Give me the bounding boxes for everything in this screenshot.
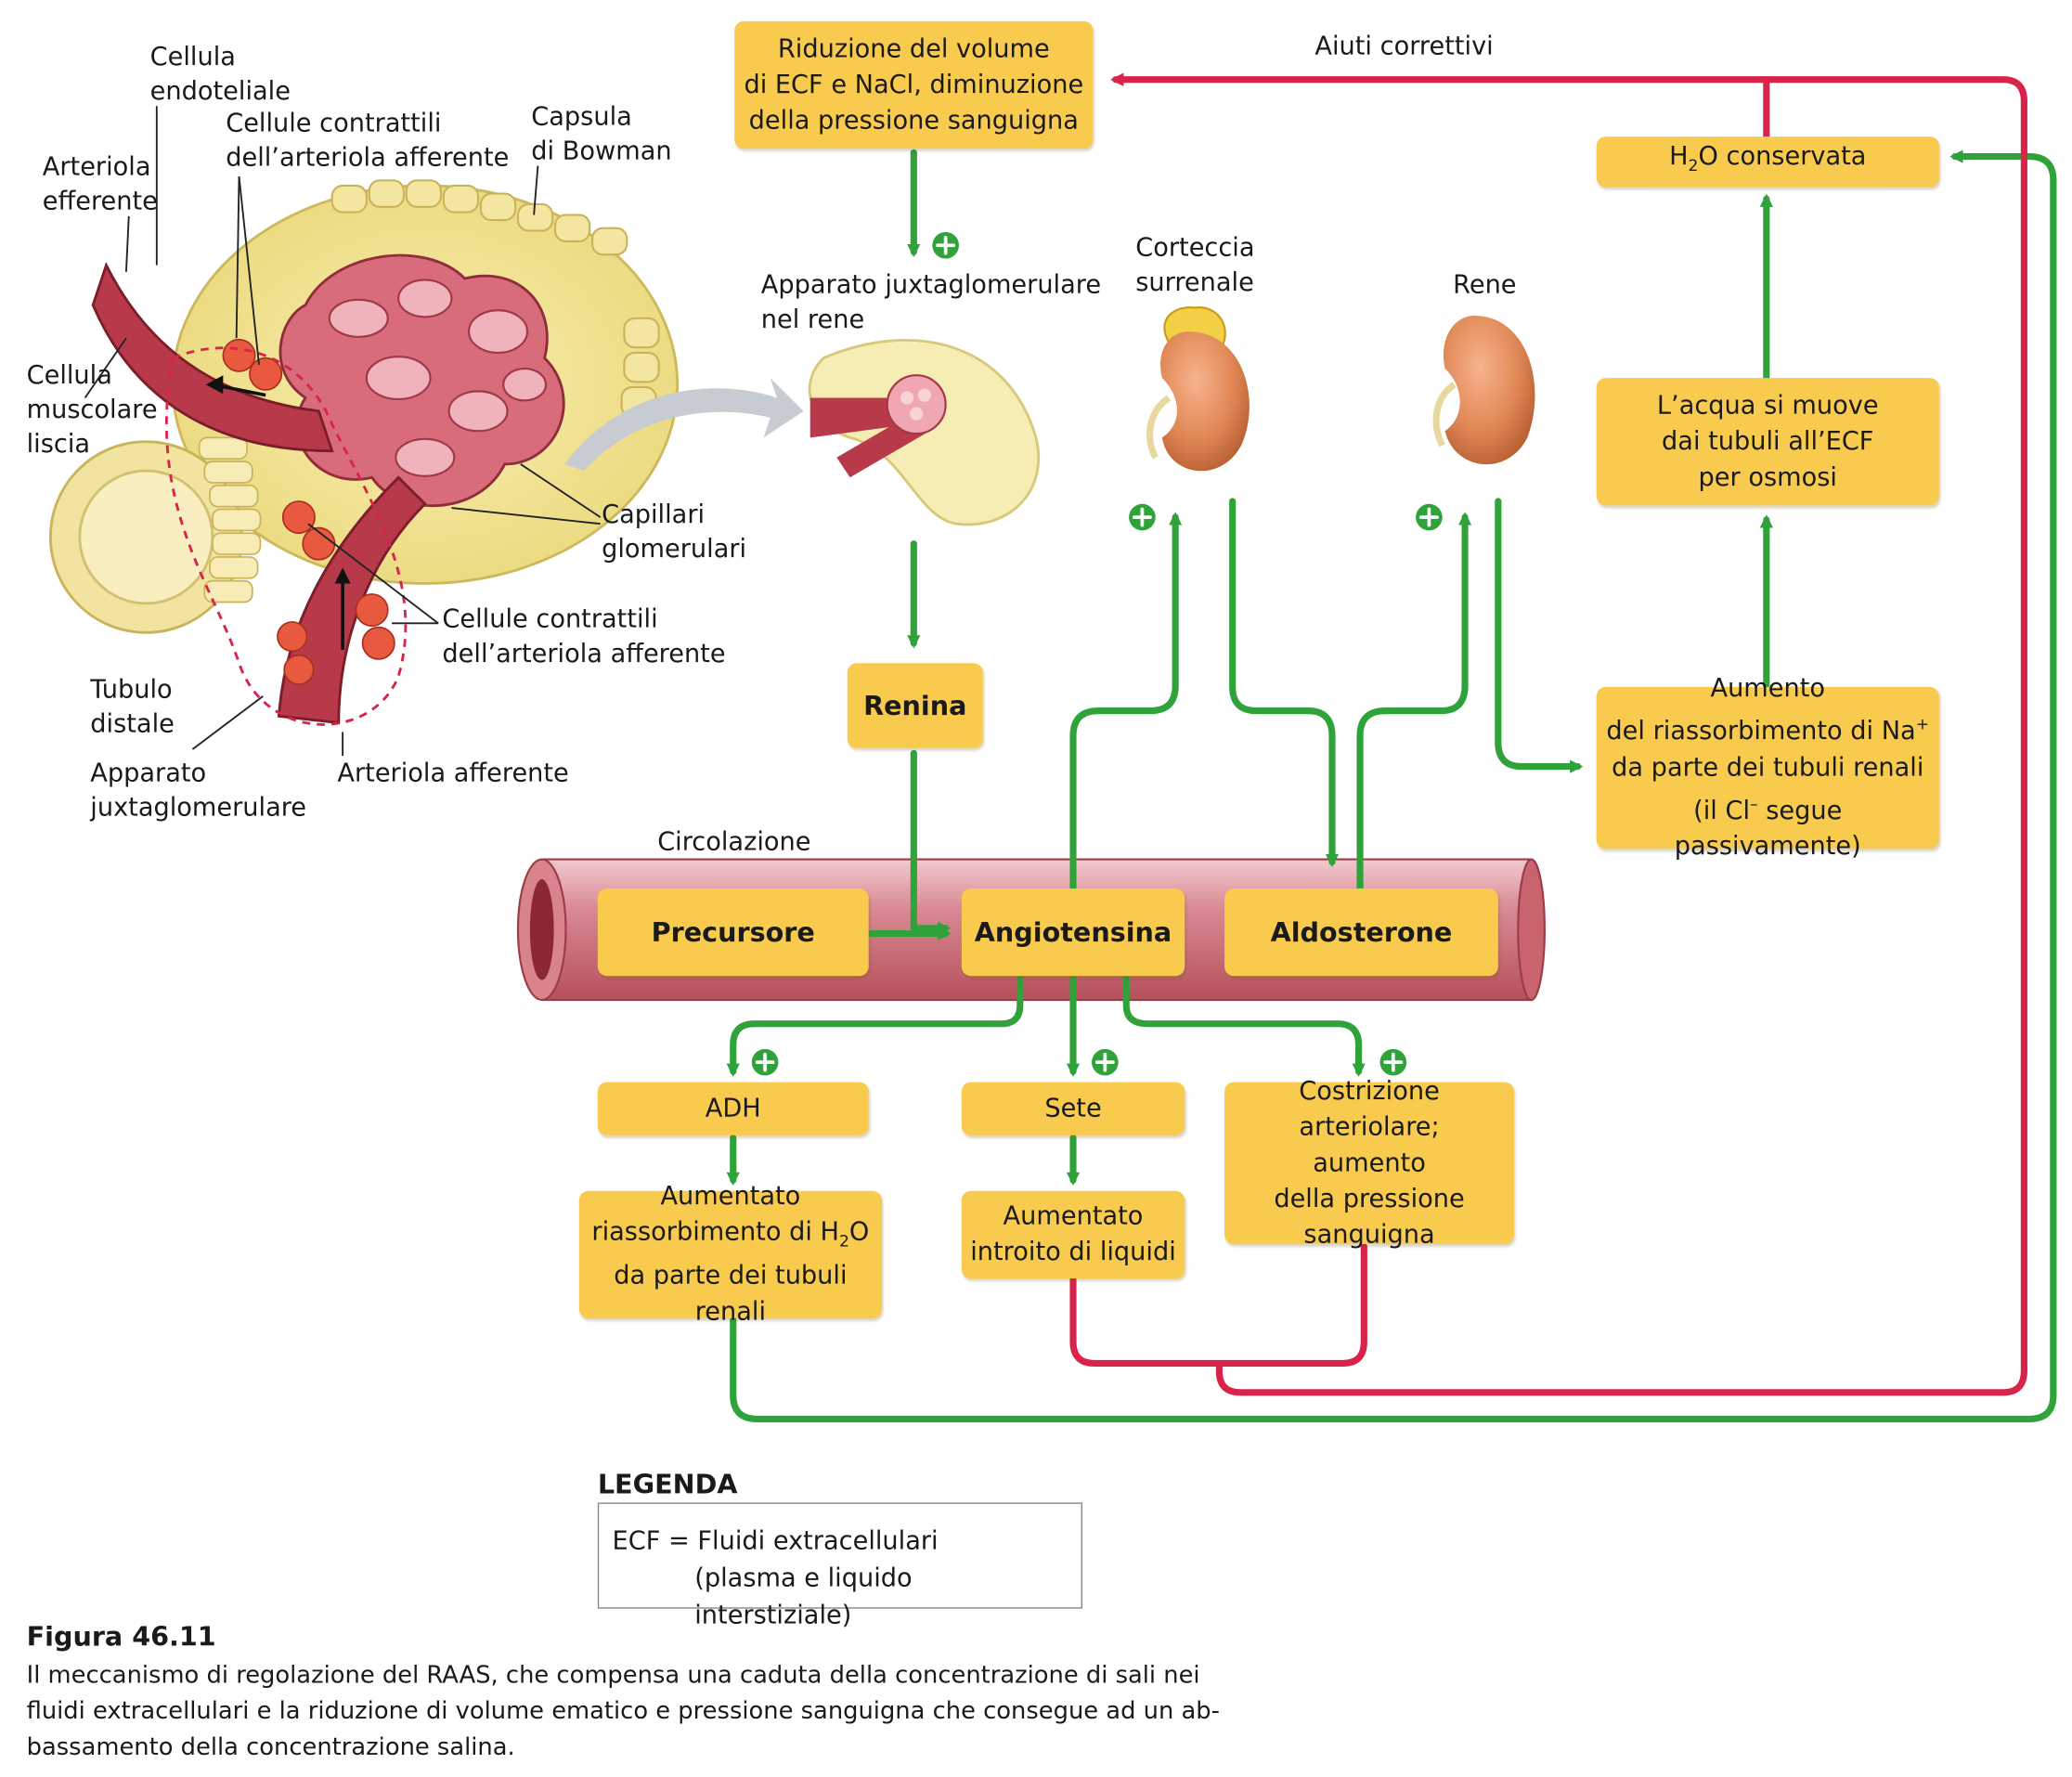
box-aumento-na: Aumento del riassorbimento di Na+ da par… [1596, 674, 1939, 861]
kidney-icon [1432, 315, 1535, 465]
label-apparato-rene: Apparato juxtaglomerulare nel rene [760, 270, 1102, 334]
legend-box: ECF = Fluidi extracellulari (plasma e li… [597, 1502, 1083, 1630]
figure-caption: Il meccanismo di regolazione del RAAS, c… [26, 1661, 1220, 1761]
box-precursore: Precursore [597, 888, 869, 977]
label-cellule-contrattili-top: Cellule contrattili dell’arteriola affer… [226, 109, 510, 173]
plus-circle-icon [751, 231, 1443, 1076]
glomerulus-illustration [48, 106, 804, 757]
label-cellula-muscolare: Cellula muscolare liscia [26, 360, 158, 460]
label-apparato-jg: Apparato juxtaglomerulare [90, 759, 307, 823]
adrenal-kidney-icon [1146, 305, 1250, 472]
label-rene: Rene [1453, 270, 1517, 300]
box-sete: Sete [961, 1082, 1185, 1135]
box-introito: Aumentato introito di liquidi [961, 1190, 1185, 1278]
legend-line-1: ECF = Fluidi extracellulari [612, 1526, 939, 1556]
box-acqua-osmosi: L’acqua si muove dai tubuli all’ECF per … [1596, 378, 1939, 506]
label-cellule-contrattili-bottom: Cellule contrattili dell’arteriola affer… [442, 604, 726, 668]
box-adh: ADH [597, 1082, 869, 1135]
legend-title: LEGENDA [597, 1468, 738, 1500]
label-cellula-endoteliale: Cellula endoteliale [149, 42, 291, 107]
box-costrizione: Costrizione arteriolare; aumento della p… [1224, 1076, 1514, 1249]
figure-title: Figura 46.11 [26, 1620, 216, 1653]
box-riduzione: Riduzione del volume di ECF e NaCl, dimi… [734, 20, 1094, 149]
label-aiuti-correttivi: Aiuti correttivi [1314, 32, 1494, 61]
label-corteccia: Corteccia surrenale [1135, 233, 1255, 297]
label-tubulo: Tubulo distale [90, 675, 175, 739]
jg-apparatus-illustration [808, 339, 1041, 526]
label-arteriola-afferente: Arteriola afferente [337, 759, 569, 788]
label-arteriola-efferente: Arteriola efferente [42, 152, 158, 216]
label-circolazione: Circolazione [657, 827, 811, 857]
label-capillari: Capillari glomerulari [602, 499, 747, 564]
legend-line-2: (plasma e liquido interstiziale) [694, 1563, 913, 1630]
box-angiotensina: Angiotensina [961, 888, 1185, 977]
box-riassorbimento-h2o: Aumentato riassorbimento di H2O da parte… [578, 1181, 882, 1327]
box-h2o-conservata: H2O conservata [1596, 136, 1939, 188]
box-aldosterone: Aldosterone [1224, 888, 1498, 977]
box-renina: Renina [847, 663, 983, 748]
label-capsula: Capsula di Bowman [531, 101, 672, 166]
